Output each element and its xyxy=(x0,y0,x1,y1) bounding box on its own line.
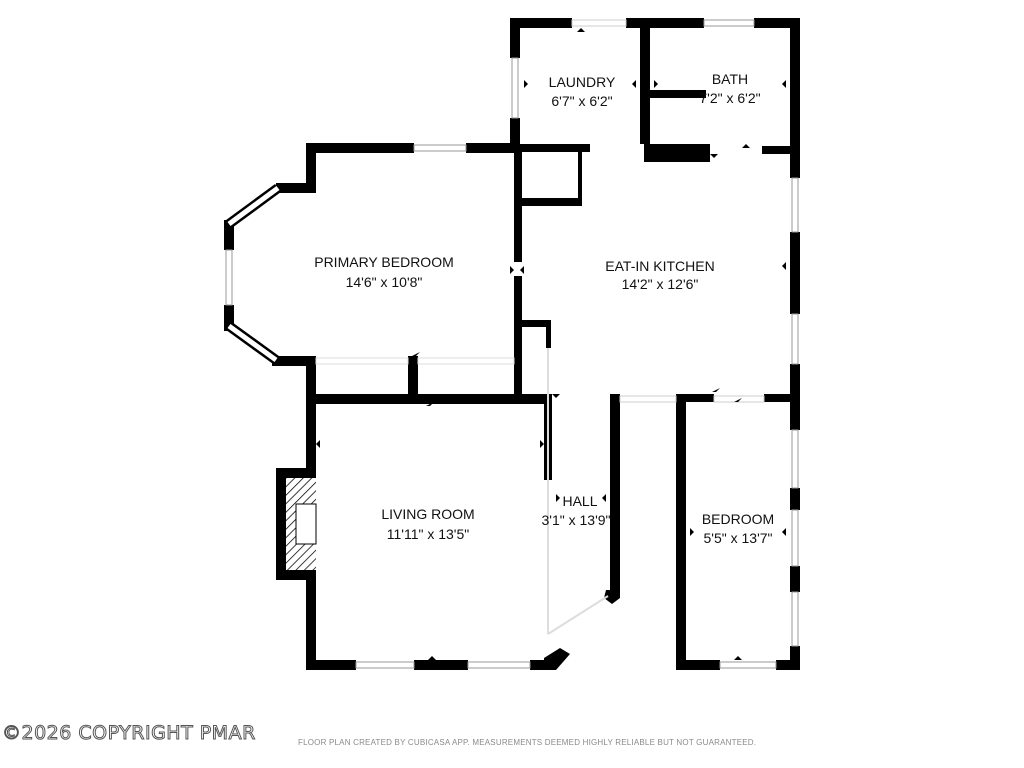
bath-label: BATH xyxy=(712,71,748,87)
laundry-label: LAUNDRY xyxy=(549,74,616,90)
bedroom-label: BEDROOM xyxy=(702,511,774,527)
fireplace xyxy=(286,478,317,570)
living-room-label: LIVING ROOM xyxy=(381,506,474,522)
living-room-dims: 11'11" x 13'5" xyxy=(387,526,470,542)
copyright-watermark: ©2026 COPYRIGHT PMAR xyxy=(2,722,256,745)
bay-windows xyxy=(226,183,609,635)
room-labels: LAUNDRY 6'7" x 6'2" BATH 7'2" x 6'2" PRI… xyxy=(314,71,774,546)
hall-dims: 3'1" x 13'9" xyxy=(542,512,611,528)
eat-in-kitchen-dims: 14'2" x 12'6" xyxy=(622,276,699,292)
laundry-dims: 6'7" x 6'2" xyxy=(551,93,612,109)
primary-bedroom-label: PRIMARY BEDROOM xyxy=(314,254,454,270)
primary-bedroom-dims: 14'6" x 10'8" xyxy=(346,274,423,290)
hall-label: HALL xyxy=(562,493,597,509)
windows xyxy=(225,19,799,669)
bedroom-dims: 5'5" x 13'7" xyxy=(704,530,773,546)
bath-dims: 7'2" x 6'2" xyxy=(699,90,760,106)
eat-in-kitchen-label: EAT-IN KITCHEN xyxy=(605,258,714,274)
door-markers xyxy=(316,28,786,660)
disclaimer-text: FLOOR PLAN CREATED BY CUBICASA APP. MEAS… xyxy=(298,738,757,747)
